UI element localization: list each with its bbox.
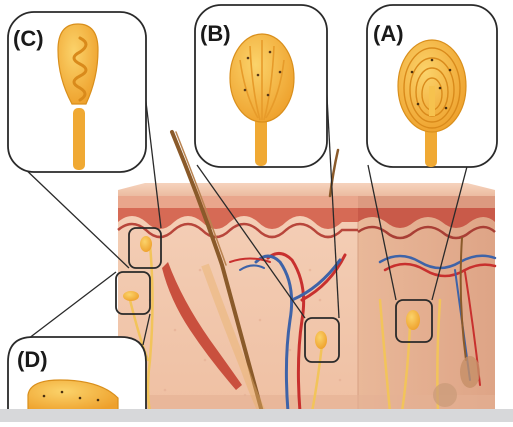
label-a: (A) [373, 23, 404, 45]
skin-surface [118, 183, 495, 198]
bottom-scroll-bar [0, 409, 513, 422]
receptor-d-in-skin [123, 291, 139, 301]
label-c: (C) [13, 28, 44, 50]
label-b: (B) [200, 23, 231, 45]
label-d: (D) [17, 349, 48, 371]
receptor-b-in-skin [315, 331, 327, 349]
receptor-c-in-skin [140, 236, 152, 252]
receptor-a-in-skin [406, 310, 420, 330]
